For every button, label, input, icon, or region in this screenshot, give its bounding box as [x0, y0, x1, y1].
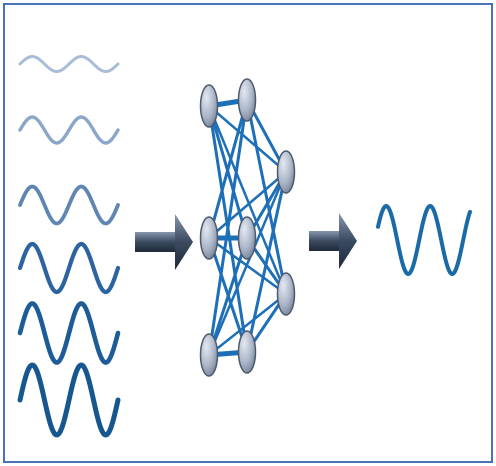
network-node-l2-1: [237, 78, 257, 122]
input-wave-2: [18, 115, 120, 145]
network-node-l1-2: [199, 216, 219, 260]
network-edge: [207, 105, 288, 295]
arrows: [135, 213, 357, 270]
network-edge: [245, 99, 288, 295]
network-edge: [207, 237, 249, 356]
network-edge: [207, 171, 288, 356]
input-wave-4: [17, 241, 121, 295]
input-wave-6: [17, 362, 121, 438]
network-edge: [207, 99, 249, 239]
input-wave-3: [18, 184, 120, 226]
input-wave-1: [18, 54, 120, 74]
output-wave-line: [376, 203, 472, 277]
network-node-l3-1: [276, 150, 296, 194]
network-node-l2-2: [237, 216, 257, 260]
input-waves: [17, 54, 121, 438]
network-edge: [245, 171, 288, 353]
network-node-l3-2: [276, 272, 296, 316]
network-edge: [208, 293, 287, 356]
network-edge: [208, 105, 287, 173]
network-edge: [208, 171, 287, 239]
network-edge: [207, 99, 249, 356]
network-node-l1-3: [199, 333, 219, 377]
output-wave: [376, 203, 472, 277]
network-node-l2-3: [237, 330, 257, 374]
output-arrow: [309, 213, 357, 269]
input-arrow: [135, 214, 193, 270]
network-node-l1-1: [199, 84, 219, 128]
network-nodes: [199, 78, 296, 377]
input-wave-5: [17, 301, 121, 365]
